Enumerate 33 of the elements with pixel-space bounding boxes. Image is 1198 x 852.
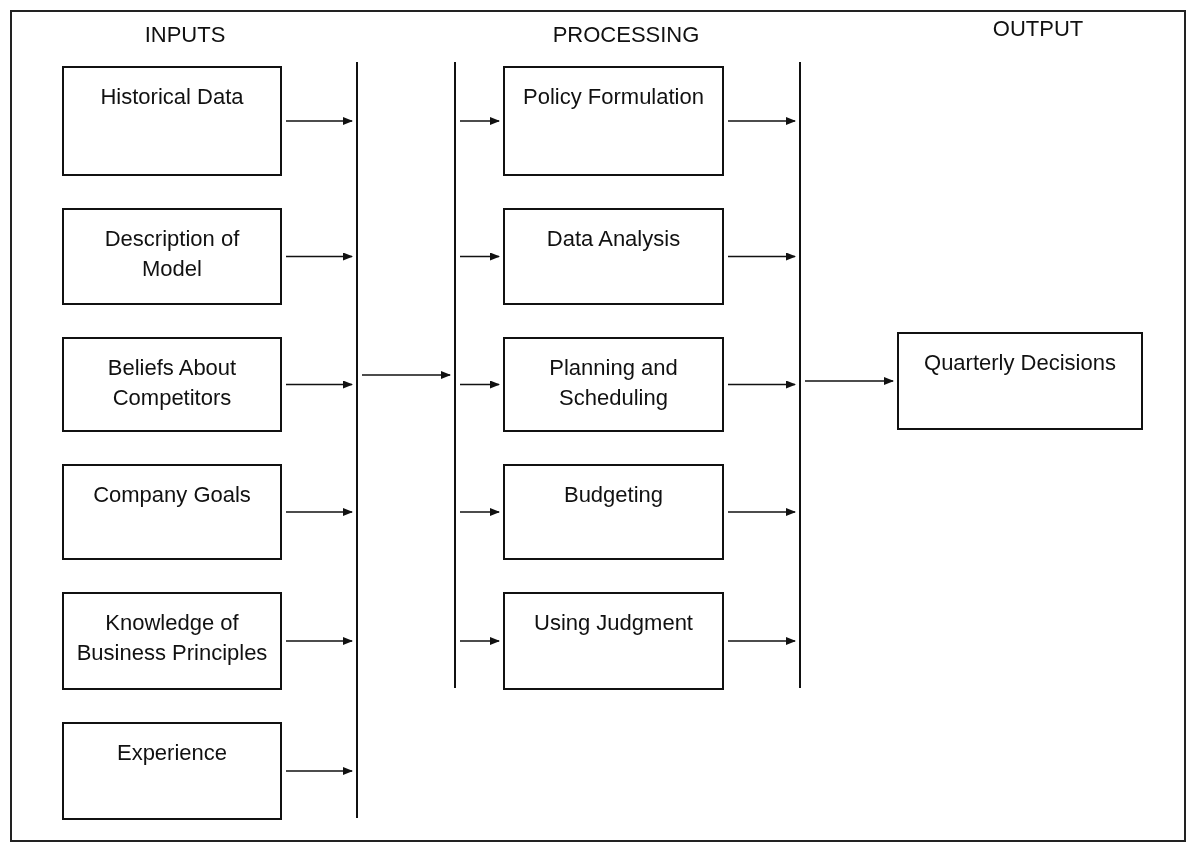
process-box: Data Analysis: [503, 208, 724, 305]
process-box: Beliefs About Competitors: [62, 337, 282, 432]
process-box: Knowledge of Business Principles: [62, 592, 282, 690]
process-box: Planning and Scheduling: [503, 337, 724, 432]
column-heading: INPUTS: [144, 22, 226, 48]
process-box: Using Judgment: [503, 592, 724, 690]
arrow: [285, 767, 353, 775]
arrow: [285, 252, 353, 261]
process-box: Historical Data: [62, 66, 282, 176]
process-box: Description of Model: [62, 208, 282, 305]
arrow: [727, 252, 796, 261]
arrow: [285, 637, 353, 645]
arrow: [727, 117, 796, 125]
arrow: [727, 637, 796, 645]
arrow: [459, 252, 500, 261]
process-box: Quarterly Decisions: [897, 332, 1143, 430]
process-box: Experience: [62, 722, 282, 820]
arrow: [459, 637, 500, 645]
arrow: [459, 117, 500, 125]
arrow: [459, 380, 500, 389]
arrow: [285, 508, 353, 516]
arrow: [727, 380, 796, 389]
process-box: Budgeting: [503, 464, 724, 560]
column-heading: PROCESSING: [552, 22, 700, 48]
arrow: [361, 371, 451, 379]
arrow: [727, 508, 796, 516]
column-heading: OUTPUT: [992, 16, 1084, 42]
arrow: [804, 377, 894, 385]
arrow: [285, 117, 353, 125]
process-box: Policy Formulation: [503, 66, 724, 176]
arrow: [285, 380, 353, 389]
process-box: Company Goals: [62, 464, 282, 560]
arrow: [459, 508, 500, 516]
